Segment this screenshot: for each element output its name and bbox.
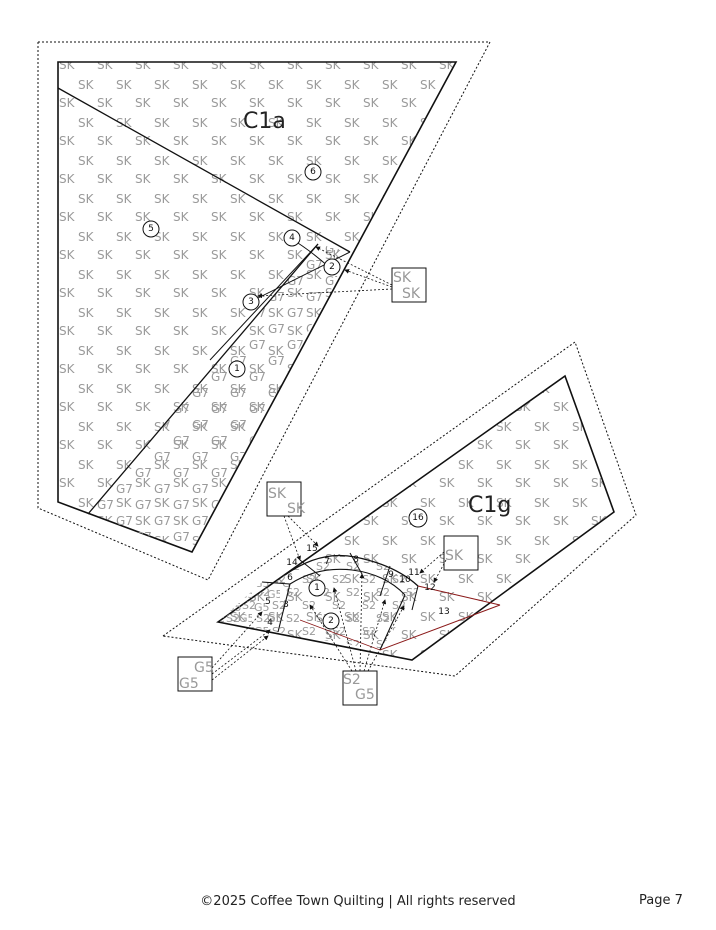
c1g-left-region: [218, 582, 290, 632]
c1a-seam-inner: [209, 243, 319, 361]
c1a-piece-label: C1a: [243, 109, 286, 134]
svg-text:SK: SK: [287, 501, 306, 517]
c1g-section-3: 3: [283, 600, 289, 610]
svg-text:G5: G5: [179, 676, 199, 692]
c1g-section-15: 15: [306, 544, 317, 554]
svg-text:G5: G5: [355, 687, 375, 703]
c1g-inner-arc: [289, 568, 406, 596]
c1a-section-4: 4: [289, 233, 295, 243]
c1g-section-7: 7: [324, 557, 330, 567]
c1a-fabric-key: SK SK: [391, 267, 427, 303]
svg-text:SK: SK: [402, 286, 421, 302]
c1g-section-8: 8: [353, 555, 359, 565]
c1a-section-markers: 1 2 3 4 5 6: [142, 163, 341, 378]
piece-c1a: C1a 1 2 3 4 5 6 SK SK: [37, 41, 491, 581]
c1g-right-key: SK: [443, 535, 479, 571]
svg-text:SK: SK: [445, 548, 464, 564]
c1g-section-markers: 1 2 3 4 5 6 7 8 9 10 11 12 13 14 15 16: [265, 508, 450, 630]
c1g-section-5: 5: [265, 597, 271, 607]
c1a-seam-band: [87, 243, 319, 515]
c1g-arc-seam: [284, 554, 419, 587]
c1g-top-key: SK SK: [266, 481, 306, 517]
c1a-key-arrows: [257, 246, 393, 299]
piece-c1g: C1g 1 2 3 4 5 6 7 8 9 10 11 12 13 14 15 …: [161, 341, 637, 706]
c1g-section-11: 11: [408, 568, 419, 578]
c1g-section-9: 9: [388, 570, 394, 580]
c1g-bottom-key: G5 S2: [342, 670, 378, 706]
c1g-seam-allowance: [161, 341, 637, 677]
c1a-g7-band: [88, 244, 350, 552]
c1g-red-seam: [417, 585, 501, 606]
c1g-section-6: 6: [287, 573, 293, 583]
c1g-section-14: 14: [286, 558, 298, 568]
c1a-seam-diagonal: [57, 87, 351, 253]
c1a-section-3: 3: [248, 297, 254, 307]
c1g-section-4: 4: [267, 618, 273, 628]
c1a-section-1: 1: [234, 364, 240, 374]
c1a-section-2: 2: [329, 262, 335, 272]
c1g-section-1: 1: [314, 583, 320, 593]
c1a-seam-allowance: [37, 41, 491, 581]
c1g-piece-label: C1g: [468, 493, 511, 518]
c1g-section-2: 2: [328, 616, 334, 626]
c1a-section-5: 5: [148, 224, 154, 234]
c1g-key-arrows: [211, 515, 447, 681]
page-number: Page 7: [639, 893, 683, 908]
svg-text:SK: SK: [268, 486, 287, 502]
c1g-section-10: 10: [399, 575, 411, 585]
c1a-section-6: 6: [310, 167, 316, 177]
c1g-section-16: 16: [412, 513, 424, 523]
c1g-section-13: 13: [438, 607, 449, 617]
c1g-left-key: G5 G5: [177, 656, 214, 692]
svg-text:G5: G5: [194, 660, 214, 676]
copyright-footer: ©2025 Coffee Town Quilting | All rights …: [200, 894, 516, 909]
svg-text:S2: S2: [343, 672, 361, 688]
svg-text:SK: SK: [393, 270, 412, 286]
c1g-section-12: 12: [424, 583, 435, 593]
